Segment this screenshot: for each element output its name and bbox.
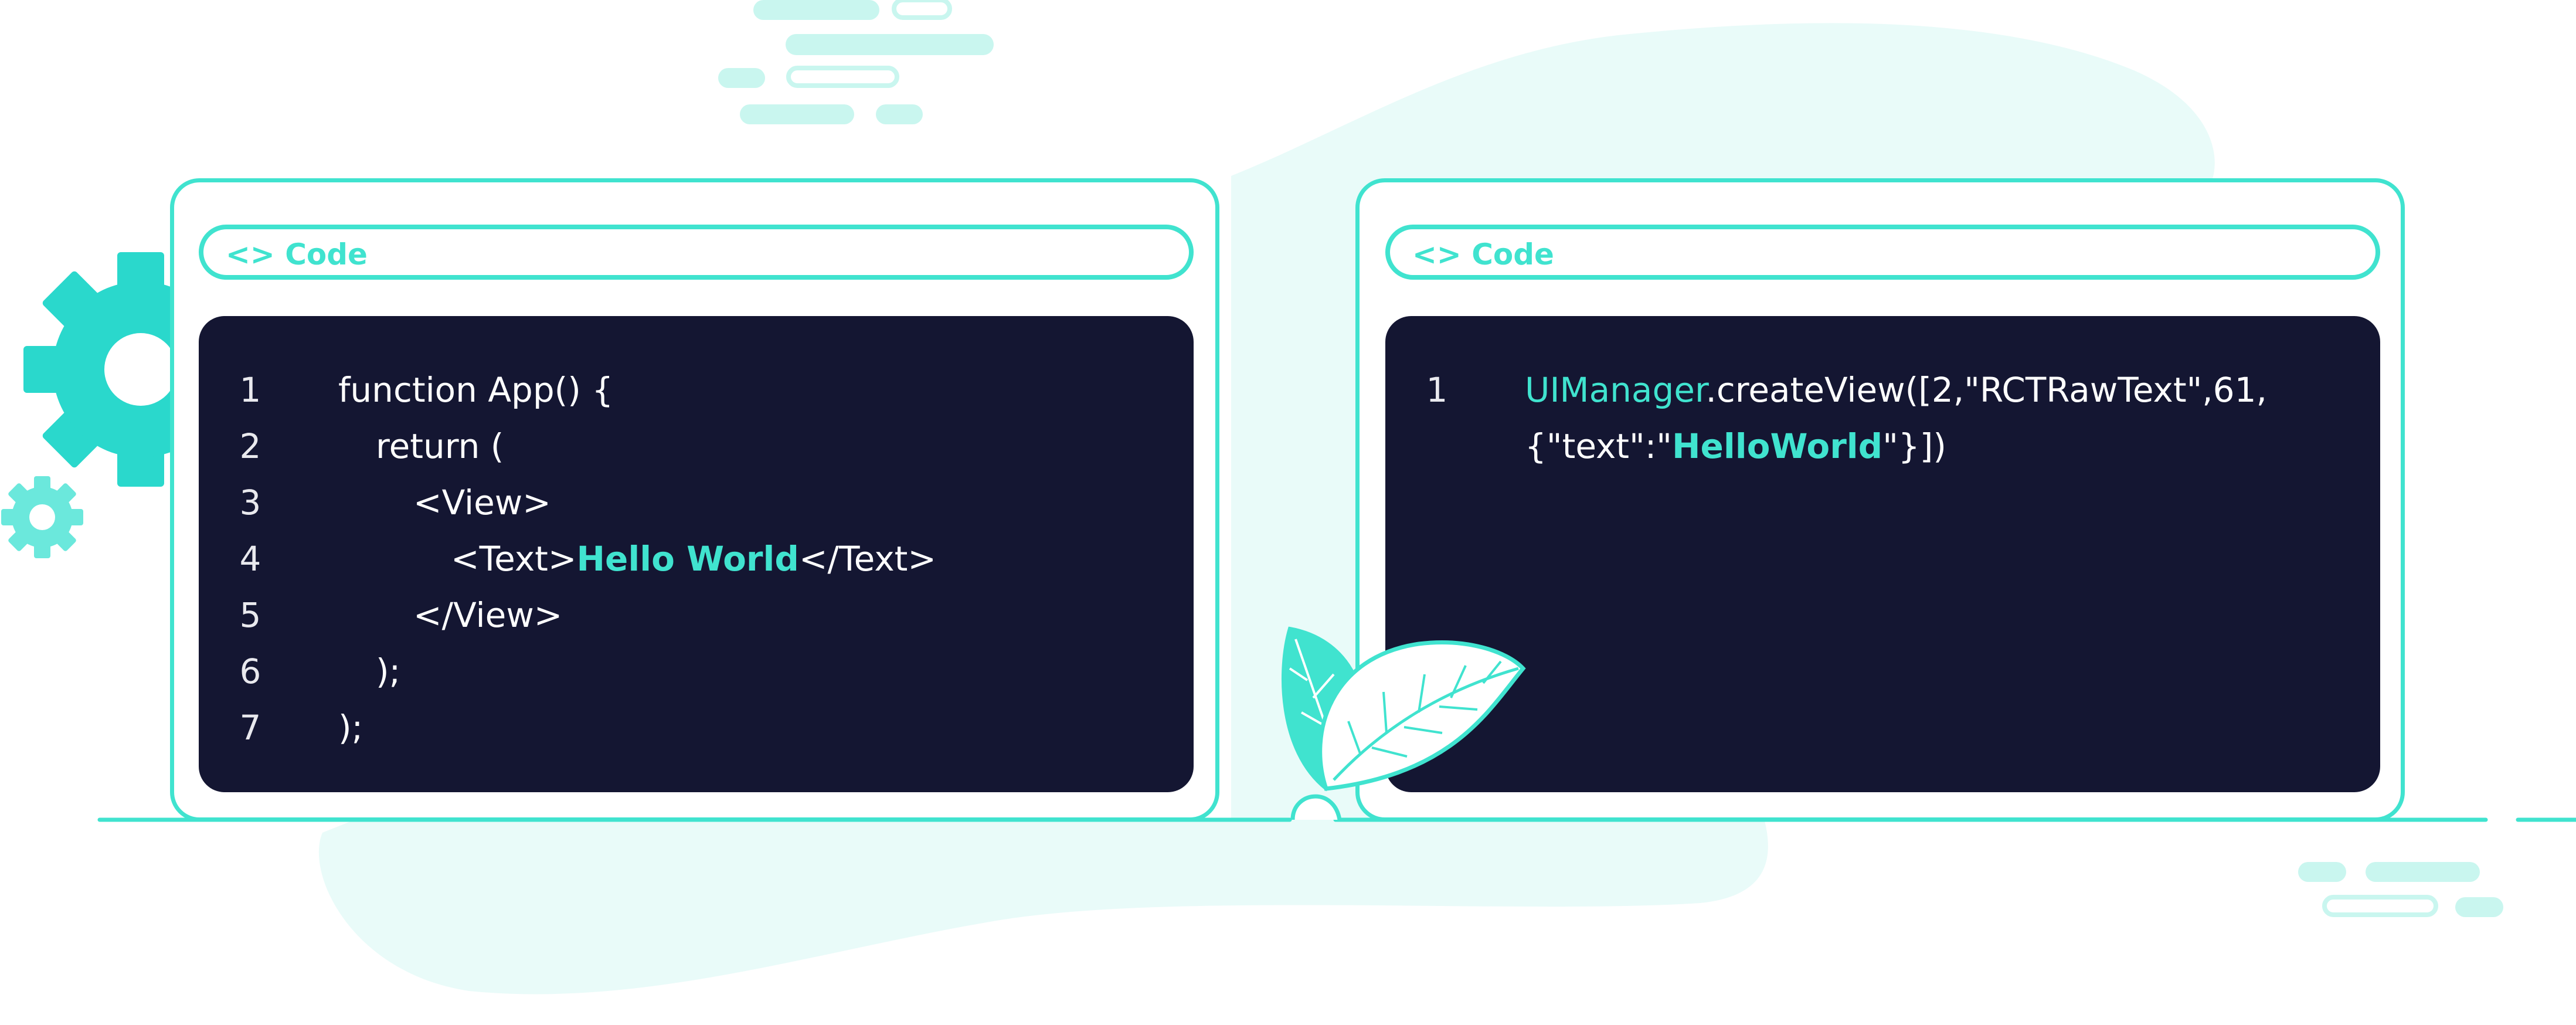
left-code-editor: 1 function App() { 2 return ( 3 <View> 4 <Text>… [199, 316, 1194, 792]
code-text: UIManager.createView([2,"RCTRawText",61, [1525, 362, 2267, 418]
code-highlight: Hello World [576, 539, 799, 579]
code-text: function App() { [338, 362, 613, 418]
left-code-tab-label: <> Code [226, 237, 368, 271]
code-token: ); [338, 708, 363, 748]
code-call: .createView([2,"RCTRawText",61, [1705, 370, 2267, 410]
leaf-icon [1281, 626, 1526, 820]
right-code-editor: 1 UIManager.createView([2,"RCTRawText",6… [1385, 316, 2380, 792]
code-token: <Text> [451, 539, 577, 579]
code-identifier: UIManager [1525, 370, 1706, 410]
line-number: 7 [239, 708, 261, 748]
small-gear-icon [1, 476, 83, 558]
code-text: ); [338, 700, 363, 756]
code-highlight: HelloWorld [1671, 426, 1883, 466]
code-token: </View> [413, 595, 563, 635]
code-token: ); [376, 651, 401, 691]
right-code-window: <> Code 1 UIManager.createView([2,"RCTRa… [1355, 178, 2405, 822]
line-number: 5 [239, 595, 261, 635]
code-text: ); [376, 643, 400, 700]
right-code-tab[interactable]: <> Code [1385, 225, 2380, 280]
code-suffix: "}]) [1882, 426, 1947, 466]
code-token: return ( [376, 426, 504, 466]
code-text: return ( [376, 418, 504, 474]
placeholder-bars-top [718, 0, 994, 124]
line-number: 6 [239, 651, 261, 691]
right-code-tab-label: <> Code [1412, 237, 1554, 271]
line-number: 1 [239, 370, 261, 410]
line-number: 3 [239, 483, 261, 522]
code-token: <View> [413, 483, 551, 522]
line-number: 1 [1426, 370, 1448, 410]
code-text: <View> [413, 474, 551, 531]
line-number: 4 [239, 539, 261, 579]
left-code-tab[interactable]: <> Code [199, 225, 1194, 280]
code-prefix: {"text":" [1525, 426, 1672, 466]
code-token: function App() { [338, 370, 614, 410]
code-text: <Text>Hello World</Text> [451, 531, 936, 587]
code-text: </View> [413, 587, 562, 643]
line-number: 2 [239, 426, 261, 466]
code-token: </Text> [798, 539, 936, 579]
placeholder-bars-bottom [2298, 862, 2503, 917]
left-code-window: <> Code 1 function App() { 2 return ( 3 <View… [170, 178, 1219, 822]
code-text: {"text":"HelloWorld"}]) [1525, 418, 1946, 474]
